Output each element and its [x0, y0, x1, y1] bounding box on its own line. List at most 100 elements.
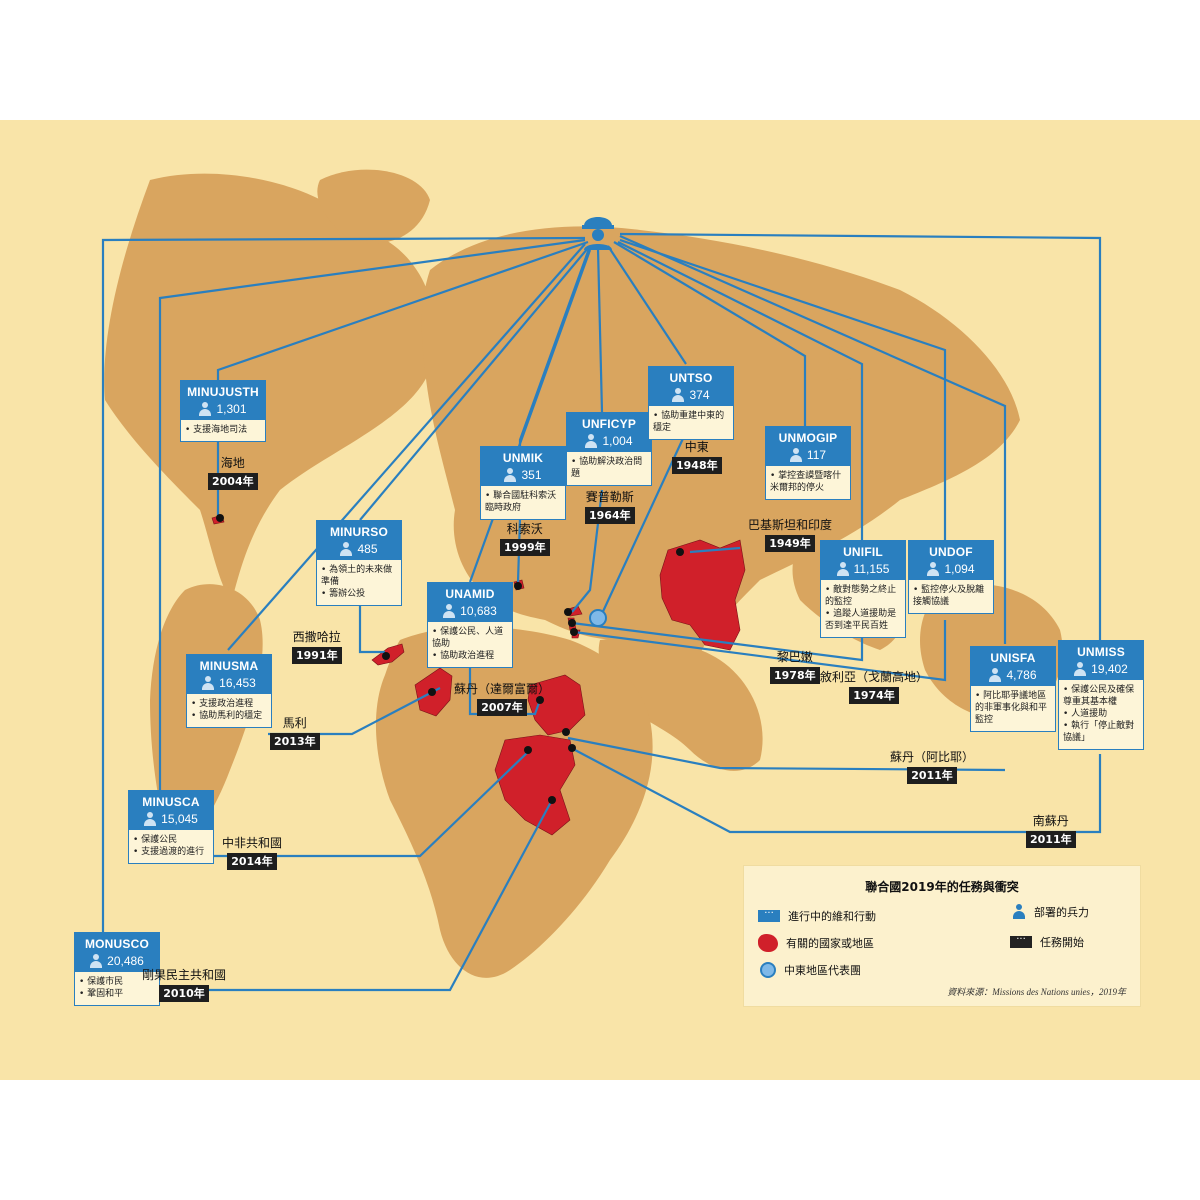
line-unamid — [468, 249, 592, 583]
mission-task: 保護公民 — [133, 834, 209, 846]
person-icon — [836, 562, 849, 576]
mission-troops: 16,453 — [187, 676, 271, 690]
mission-card-unmogip: UNMOGIP 117 掌控查謨暨喀什米爾邦的停火 — [765, 426, 851, 500]
dark-bar-icon: ··· — [1010, 935, 1032, 948]
mission-card-untso: UNTSO374協助重建中東的穩定 — [648, 366, 734, 440]
mission-troops: 1,301 — [181, 402, 265, 416]
legend-item-ongoing: ··· 進行中的維和行動 — [758, 908, 876, 924]
person-icon — [340, 542, 353, 556]
mission-task: 聯合國駐科索沃臨時政府 — [485, 490, 561, 514]
land-north-america — [104, 173, 436, 600]
marker-drc — [548, 796, 556, 804]
legend-item-middle-east: 中東地區代表團 — [760, 962, 861, 978]
marker-lebanon — [568, 619, 576, 627]
mission-tasks: 為領土的未來做準備籌辦公投 — [317, 560, 401, 605]
blue-helmet-icon — [582, 217, 614, 250]
legend-label-start: 任務開始 — [1040, 936, 1084, 949]
mission-card-header: UNMISS 19,402 — [1059, 641, 1143, 680]
mission-tasks: 監控停火及脫離接觸協議 — [909, 580, 993, 613]
mission-task: 支援政治進程 — [191, 698, 267, 710]
place-label-unifil: 黎巴嫩 1978年 — [770, 650, 820, 684]
place-name: 蘇丹（阿比耶） — [890, 750, 975, 764]
mission-card-header: MINUJUSTH 1,301 — [181, 381, 265, 420]
troop-count: 11,155 — [853, 562, 890, 576]
mission-tasks: 聯合國駐科索沃臨時政府 — [481, 486, 565, 519]
line-unmogip-place — [689, 546, 741, 554]
person-icon — [90, 954, 103, 968]
mission-card-minurso: MINURSO485為領土的未來做準備籌辦公投 — [316, 520, 402, 606]
line-unisfa — [619, 234, 1007, 644]
mission-troops: 11,155 — [821, 562, 905, 576]
mission-card-header: MINUSCA 15,045 — [129, 791, 213, 830]
mission-task: 協助重建中東的穩定 — [653, 410, 729, 434]
mission-task: 籌辦公投 — [321, 588, 397, 600]
start-year-badge: 2007年 — [477, 699, 527, 716]
start-year-badge: 1978年 — [770, 667, 820, 684]
land-arabia-india — [598, 638, 763, 771]
mission-name: MINUSCA — [142, 795, 200, 809]
mission-troops: 1,004 — [567, 434, 651, 448]
mission-task: 保護公民及確保尊重其基本權 — [1063, 684, 1139, 708]
troop-count: 485 — [357, 542, 378, 556]
mission-name: UNMISS — [1077, 645, 1125, 659]
mission-name: UNFICYP — [581, 417, 637, 431]
troop-count: 10,683 — [460, 604, 497, 618]
mission-troops: 4,786 — [971, 668, 1055, 682]
person-icon — [789, 448, 802, 462]
mission-task: 敵對態勢之終止的監控 — [825, 584, 901, 608]
start-year-badge: 1964年 — [585, 507, 635, 524]
mission-tasks: 掌控查謨暨喀什米爾邦的停火 — [766, 466, 850, 499]
place-name: 剛果民主共和國 — [142, 968, 227, 982]
mission-tasks: 保護公民支援過渡的進行 — [129, 830, 213, 863]
person-icon — [199, 402, 212, 416]
mission-troops: 19,402 — [1059, 662, 1143, 676]
place-name: 中東 — [684, 440, 709, 454]
mission-task: 支援過渡的進行 — [133, 846, 209, 858]
mission-task: 保護市民 — [79, 976, 155, 988]
start-year-badge: 2013年 — [270, 733, 320, 750]
mission-name: UNMOGIP — [778, 431, 838, 445]
marker-mali — [428, 688, 436, 696]
marker-golan — [570, 628, 578, 636]
place-label-undof: 敘利亞（戈蘭高地）1974年 — [820, 670, 928, 704]
troop-count: 117 — [806, 448, 827, 462]
person-icon — [504, 468, 517, 482]
line-minusma — [227, 243, 586, 651]
start-year-badge: 2011年 — [1026, 831, 1076, 848]
start-year-badge: 1999年 — [500, 539, 550, 556]
legend-label-troops: 部署的兵力 — [1034, 906, 1089, 919]
mission-troops: 15,045 — [129, 812, 213, 826]
mission-troops: 20,486 — [75, 954, 159, 968]
troop-count: 15,045 — [161, 812, 198, 826]
person-icon — [144, 812, 157, 826]
conflict-regions — [211, 514, 746, 836]
mission-troops: 374 — [649, 388, 733, 402]
place-label-unisfa: 蘇丹（阿比耶）2011年 — [890, 750, 974, 784]
person-icon — [672, 388, 685, 402]
land-japan — [828, 346, 859, 381]
start-year-badge: 1991年 — [292, 647, 342, 664]
mission-task: 保護公民、人道協助 — [432, 626, 508, 650]
mission-task: 執行「停止敵對協議」 — [1063, 720, 1139, 744]
place-name: 西撒哈拉 — [292, 630, 341, 644]
mission-name: MINUJUSTH — [187, 385, 259, 399]
circle-icon — [760, 962, 776, 978]
mission-task: 協助馬利的穩定 — [191, 710, 267, 722]
line-unmiss — [619, 232, 1102, 640]
line-monusco-place — [148, 799, 553, 992]
troop-count: 351 — [521, 468, 542, 482]
place-name: 黎巴嫩 — [776, 650, 813, 664]
land-greenland — [317, 169, 430, 244]
legend-title: 聯合國2019年的任務與衝突 — [865, 880, 1019, 894]
marker-haiti — [216, 514, 224, 522]
